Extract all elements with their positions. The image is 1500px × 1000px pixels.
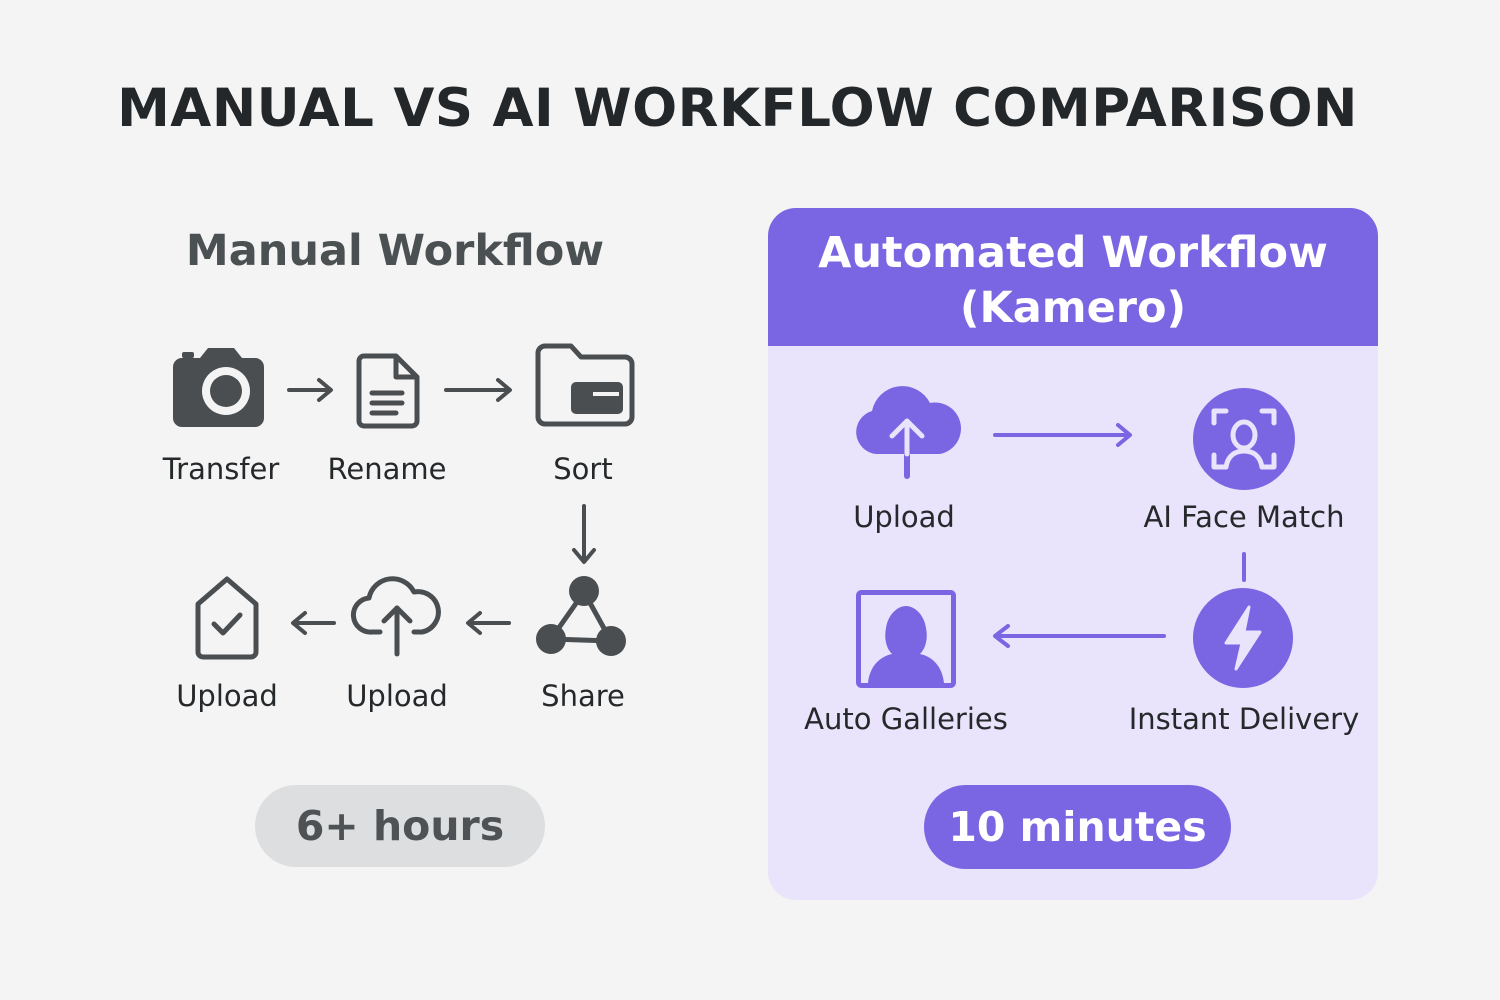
manual-step-transfer: Transfer [162, 452, 280, 486]
automated-workflow-panel: Automated Workflow (Kamero) Upload AI Fa… [768, 208, 1378, 900]
automated-heading-line1: Automated Workflow [818, 228, 1328, 278]
arrow-left-icon [291, 611, 336, 635]
automated-heading-line2: (Kamero) [959, 283, 1187, 333]
cloud-upload-icon [856, 386, 961, 479]
arrow-right-icon [993, 423, 1132, 447]
manual-step-sort: Sort [553, 452, 613, 486]
arrow-left-icon [993, 624, 1166, 648]
manual-time-badge: 6+ hours [255, 785, 545, 867]
document-icon [356, 353, 420, 429]
automated-step-upload: Upload [853, 500, 955, 534]
automated-time-badge: 10 minutes [924, 785, 1231, 869]
camera-icon [173, 348, 264, 427]
automated-workflow-heading: Automated Workflow (Kamero) [768, 226, 1378, 336]
cloud-upload-icon [351, 576, 441, 657]
automated-step-auto-galleries: Auto Galleries [804, 702, 1008, 736]
share-network-icon [536, 576, 626, 656]
automated-step-ai-face-match: AI Face Match [1143, 500, 1345, 534]
arrow-right-icon [444, 378, 512, 402]
connector-line [1242, 552, 1246, 582]
manual-step-rename: Rename [327, 452, 447, 486]
arrow-down-icon [572, 504, 596, 564]
automated-workflow-header: Automated Workflow (Kamero) [768, 208, 1378, 346]
tag-check-icon [195, 576, 259, 660]
arrow-right-icon [287, 378, 333, 402]
portrait-icon [856, 590, 956, 688]
arrow-left-icon [466, 611, 511, 635]
manual-step-share: Share [541, 679, 625, 713]
manual-step-upload-final: Upload [176, 679, 278, 713]
manual-step-upload: Upload [346, 679, 448, 713]
face-scan-icon [1193, 388, 1295, 490]
manual-workflow-heading: Manual Workflow [185, 226, 605, 276]
lightning-icon [1193, 588, 1293, 688]
folder-icon [535, 343, 635, 427]
page-title: MANUAL VS AI WORKFLOW COMPARISON [117, 78, 1358, 139]
automated-step-instant-delivery: Instant Delivery [1128, 702, 1360, 736]
